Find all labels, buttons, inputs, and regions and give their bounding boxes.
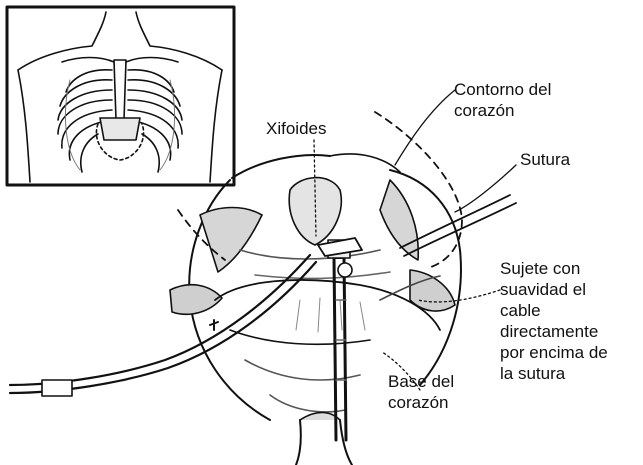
label-sujete-line5: por encima de [500, 343, 608, 362]
label-contorno-line1: Contorno del [454, 80, 551, 99]
label-sutura: Sutura [520, 150, 570, 169]
label-xifoides: Xifoides [266, 119, 326, 138]
label-sujete-line4: directamente [500, 322, 598, 341]
label-base-line1: Base del [388, 372, 454, 391]
chest-inset [7, 7, 234, 185]
label-sujete-line6: la sutura [500, 364, 565, 383]
label-sujete-line2: suavidad el [500, 280, 586, 299]
label-base-line2: corazón [388, 393, 448, 412]
label-sujete-line1: Sujete con [500, 259, 580, 278]
label-contorno-line2: corazón [454, 101, 514, 120]
label-sujete-line3: cable [500, 301, 541, 320]
